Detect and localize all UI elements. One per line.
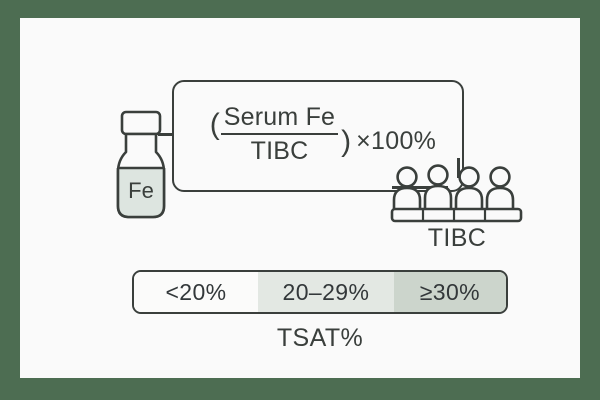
diagram-card: Fe ( Serum Fe TIBC ) ×100%	[20, 18, 580, 378]
vial-element-label: Fe	[128, 178, 154, 203]
tsat-label: TSAT%	[276, 324, 364, 352]
vial-cap-icon	[120, 110, 162, 136]
tsat-segment-high: ≥30%	[393, 272, 506, 312]
person-icon-2	[423, 164, 453, 212]
vial-liquid-fill	[118, 168, 164, 217]
tibc-people-graphic	[390, 164, 523, 223]
tsat-formula: ( Serum Fe TIBC ) ×100%	[210, 103, 436, 165]
fraction-numerator: Serum Fe	[223, 102, 336, 131]
tibc-label: TIBC	[427, 224, 487, 252]
tibc-bench-icon	[390, 207, 523, 223]
multiplier-label: ×100%	[356, 127, 437, 156]
connector-formula-to-people	[392, 186, 448, 189]
connector-vial-to-formula	[158, 133, 174, 136]
tsat-range-bar: <20% 20–29% ≥30%	[132, 270, 508, 314]
iron-vial: Fe	[108, 110, 174, 225]
tsat-segment-mid: 20–29%	[258, 272, 394, 312]
connector-box-right-drop	[457, 158, 460, 178]
person-icon-4	[485, 166, 515, 212]
vial-liquid-outline	[116, 168, 166, 219]
fraction: Serum Fe TIBC	[220, 102, 339, 166]
person-icon-1	[392, 166, 422, 212]
person-icon-3	[454, 166, 484, 212]
paren-close: )	[341, 124, 352, 158]
tibc-people-group	[390, 164, 524, 229]
iron-vial-graphic: Fe	[116, 110, 166, 219]
formula-box	[172, 80, 464, 192]
tsat-segment-low: <20%	[134, 272, 258, 312]
fraction-denominator: TIBC	[250, 137, 309, 166]
formula-content: ( Serum Fe TIBC ) ×100%	[172, 80, 460, 188]
fraction-bar	[220, 132, 339, 136]
paren-open: (	[209, 107, 220, 141]
